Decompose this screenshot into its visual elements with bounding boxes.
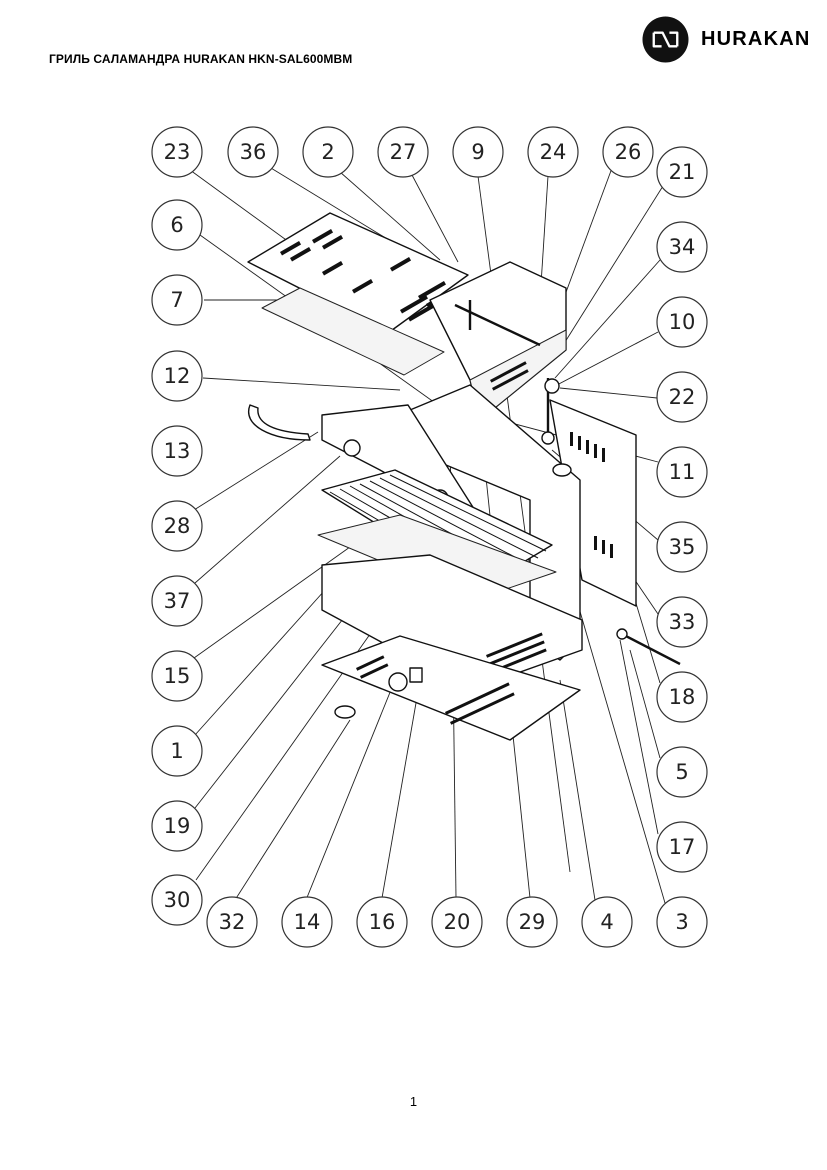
callout-29: 29	[506, 896, 558, 948]
svg-text:10: 10	[669, 310, 696, 334]
callout-22: 22	[656, 371, 708, 423]
grill-parts	[247, 212, 681, 741]
svg-text:26: 26	[615, 140, 642, 164]
callout-28: 28	[151, 500, 203, 552]
callout-3: 3	[656, 896, 708, 948]
svg-text:7: 7	[170, 288, 183, 312]
svg-text:14: 14	[294, 910, 321, 934]
callout-4: 4	[581, 896, 633, 948]
svg-text:1: 1	[170, 739, 183, 763]
svg-text:33: 33	[669, 610, 696, 634]
svg-text:4: 4	[600, 910, 613, 934]
callout-24: 24	[527, 126, 579, 178]
hurakan-logo-icon	[642, 16, 689, 63]
base-plate	[321, 635, 581, 741]
brand-logo: HURAKAN	[642, 16, 811, 63]
callout-5: 5	[656, 746, 708, 798]
svg-text:15: 15	[164, 664, 191, 688]
svg-text:11: 11	[669, 460, 696, 484]
main-body	[409, 384, 581, 661]
svg-text:27: 27	[390, 140, 417, 164]
svg-text:36: 36	[240, 140, 267, 164]
thermocouple-rod	[621, 632, 681, 666]
callout-6: 6	[151, 199, 203, 251]
knob-left	[343, 439, 361, 457]
callout-21: 21	[656, 146, 708, 198]
callout-10: 10	[656, 296, 708, 348]
foot-top	[552, 463, 572, 477]
svg-text:24: 24	[540, 140, 567, 164]
svg-text:3: 3	[675, 910, 688, 934]
callout-36: 36	[227, 126, 279, 178]
callout-30: 30	[151, 874, 203, 926]
svg-text:5: 5	[675, 760, 688, 784]
callout-14: 14	[281, 896, 333, 948]
part-callouts: 23 36 2 27 9 24 26 21 34 10 22 11 35 33 …	[151, 126, 708, 948]
base-vents	[355, 655, 515, 725]
callout-37: 37	[151, 575, 203, 627]
callout-9: 9	[452, 126, 504, 178]
svg-text:20: 20	[444, 910, 471, 934]
side-panel-vents	[570, 432, 613, 558]
svg-text:37: 37	[164, 589, 191, 613]
handle	[247, 404, 311, 441]
callout-17: 17	[656, 821, 708, 873]
svg-text:6: 6	[170, 213, 183, 237]
callout-18: 18	[656, 671, 708, 723]
callout-1: 1	[151, 725, 203, 777]
foot	[334, 705, 356, 719]
svg-text:17: 17	[669, 835, 696, 859]
callout-35: 35	[656, 521, 708, 573]
svg-text:2: 2	[321, 140, 334, 164]
callout-27: 27	[377, 126, 429, 178]
callout-26: 26	[602, 126, 654, 178]
callout-23: 23	[151, 126, 203, 178]
callout-11: 11	[656, 446, 708, 498]
svg-text:21: 21	[669, 160, 696, 184]
callout-7: 7	[151, 274, 203, 326]
callout-2: 2	[302, 126, 354, 178]
callout-20: 20	[431, 896, 483, 948]
svg-text:16: 16	[369, 910, 396, 934]
gas-valve	[388, 672, 408, 692]
callout-13: 13	[151, 425, 203, 477]
callout-33: 33	[656, 596, 708, 648]
page-number: 1	[409, 1094, 418, 1109]
svg-text:29: 29	[519, 910, 546, 934]
heater-vents	[490, 361, 529, 391]
callout-34: 34	[656, 221, 708, 273]
svg-text:22: 22	[669, 385, 696, 409]
callout-32: 32	[206, 896, 258, 948]
callout-19: 19	[151, 800, 203, 852]
svg-text:12: 12	[164, 364, 191, 388]
svg-text:13: 13	[164, 439, 191, 463]
lower-box	[321, 554, 583, 691]
svg-text:19: 19	[164, 814, 191, 838]
callout-15: 15	[151, 650, 203, 702]
svg-text:35: 35	[669, 535, 696, 559]
inner-sheet	[261, 287, 445, 376]
callout-12: 12	[151, 350, 203, 402]
svg-text:9: 9	[471, 140, 484, 164]
svg-text:23: 23	[164, 140, 191, 164]
svg-text:34: 34	[669, 235, 696, 259]
svg-text:28: 28	[164, 514, 191, 538]
svg-text:32: 32	[219, 910, 246, 934]
svg-text:30: 30	[164, 888, 191, 912]
brand-name: HURAKAN	[701, 28, 811, 50]
callout-16: 16	[356, 896, 408, 948]
document-title: ГРИЛЬ САЛАМАНДРА HURAKAN HKN-SAL600MBM	[49, 52, 353, 66]
svg-text:18: 18	[669, 685, 696, 709]
